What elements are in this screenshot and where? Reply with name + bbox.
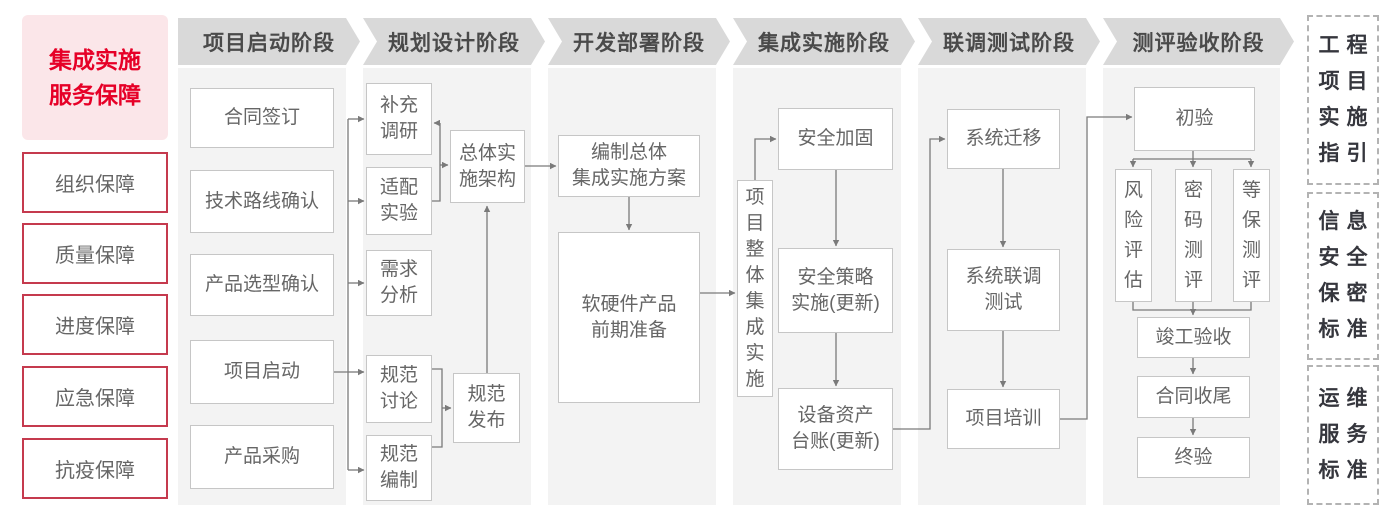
- sidebar-title: 集成实施 服务保障: [22, 15, 168, 140]
- flow-box-supplementary-research: 补充 调研: [366, 83, 432, 155]
- sidebar-item-schedule-guarantee: 进度保障: [22, 294, 168, 355]
- flow-box-risk-assessment: 风 险 评 估: [1115, 169, 1152, 302]
- phase-header-joint-test: 联调测试阶段: [918, 18, 1100, 65]
- flow-box-product-procurement: 产品采购: [190, 425, 334, 489]
- flow-box-product-selection: 产品选型确认: [190, 254, 334, 316]
- sidebar-item-quality-guarantee: 质量保障: [22, 223, 168, 284]
- phase-header-development: 开发部署阶段: [548, 18, 730, 65]
- flow-box-spec-discussion: 规范 讨论: [366, 355, 432, 423]
- flow-box-requirement-analysis: 需求 分析: [366, 250, 432, 316]
- phase-header-integration: 集成实施阶段: [733, 18, 915, 65]
- flow-box-project-training: 项目培训: [947, 389, 1060, 449]
- flow-box-initial-acceptance: 初验: [1134, 87, 1255, 151]
- flow-box-security-hardening: 安全加固: [778, 108, 893, 170]
- standard-info-security-confidentiality: 信息 安全 保密 标准: [1307, 192, 1379, 360]
- flow-box-classified-protection-eval: 等 保 测 评: [1233, 169, 1270, 302]
- flow-box-spec-drafting: 规范 编制: [366, 435, 432, 501]
- flow-box-security-policy-impl: 安全策略 实施(更新): [778, 248, 893, 333]
- flow-box-password-evaluation: 密 码 测 评: [1175, 169, 1212, 302]
- flow-box-final-acceptance: 终验: [1137, 437, 1250, 478]
- flow-box-overall-impl-architecture: 总体实 施架构: [450, 130, 525, 203]
- flow-box-contract-signing: 合同签订: [190, 88, 334, 148]
- flow-box-contract-closure: 合同收尾: [1137, 376, 1250, 418]
- sidebar-item-organization-guarantee: 组织保障: [22, 152, 168, 213]
- phase-header-kickoff: 项目启动阶段: [178, 18, 360, 65]
- flow-box-adaptation-test: 适配 实验: [366, 167, 432, 235]
- sidebar-item-emergency-guarantee: 应急保障: [22, 366, 168, 427]
- flow-box-tech-route-confirm: 技术路线确认: [190, 170, 334, 233]
- flow-box-project-kickoff: 项目启动: [190, 340, 334, 404]
- flow-box-system-migration: 系统迁移: [947, 109, 1060, 169]
- phase-header-acceptance: 测评验收阶段: [1103, 18, 1294, 65]
- flow-box-completion-acceptance: 竣工验收: [1137, 317, 1250, 358]
- flow-box-spec-release: 规范 发布: [453, 373, 520, 443]
- flow-box-system-joint-debug-test: 系统联调 测试: [947, 249, 1060, 331]
- standard-om-service: 运维 服务 标准: [1307, 365, 1379, 505]
- flow-box-project-overall-integration: 项 目 整 体 集 成 实 施: [737, 180, 773, 397]
- phase-header-planning: 规划设计阶段: [363, 18, 545, 65]
- flow-box-hw-sw-preparation: 软硬件产品 前期准备: [558, 232, 700, 403]
- standard-engineering-project-guide: 工程 项目 实施 指引: [1307, 15, 1379, 185]
- sidebar-item-epidemic-guarantee: 抗疫保障: [22, 438, 168, 499]
- flow-box-asset-ledger-update: 设备资产 台账(更新): [778, 388, 893, 470]
- flow-box-compile-overall-plan: 编制总体 集成实施方案: [558, 135, 700, 197]
